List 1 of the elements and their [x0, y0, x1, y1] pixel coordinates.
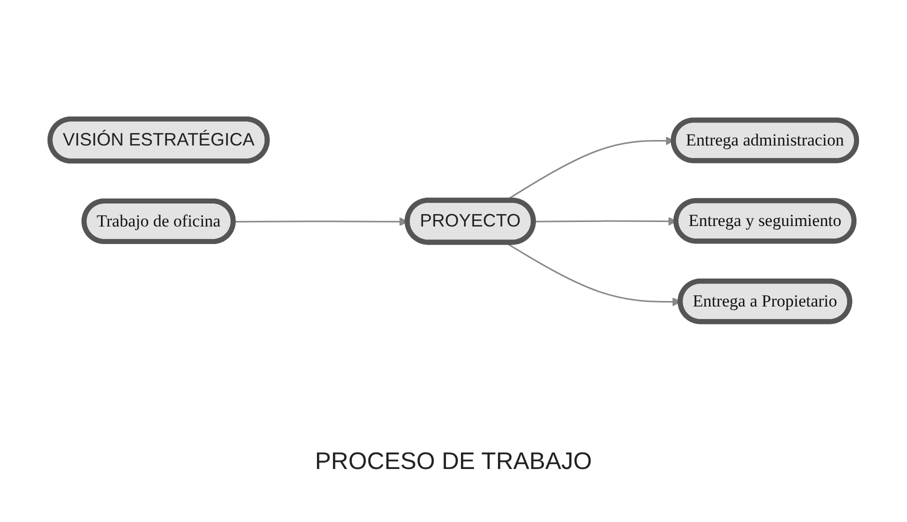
diagram-caption: PROCESO DE TRABAJO: [315, 448, 592, 476]
